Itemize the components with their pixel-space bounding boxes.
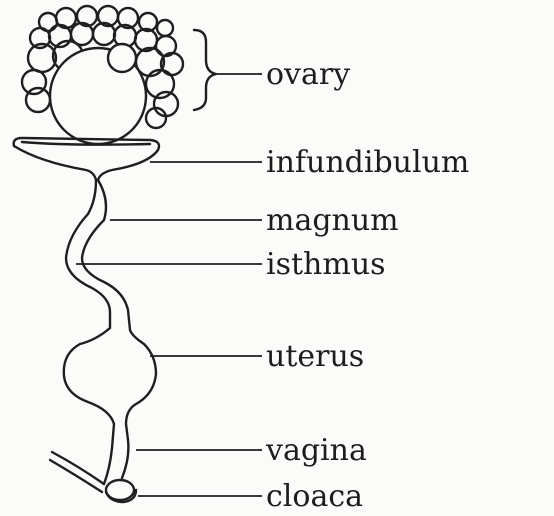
oviduct-tube (64, 180, 156, 484)
magnum-label: magnum (266, 203, 399, 238)
ovary-label: ovary (266, 57, 350, 92)
infundibulum-drawing (14, 138, 159, 180)
vagina-label: vagina (265, 433, 367, 468)
ovary-brace (194, 30, 216, 110)
uterus-label: uterus (266, 339, 364, 374)
isthmus-label: isthmus (266, 247, 386, 282)
ovary-drawing (22, 6, 183, 144)
cloaca-label: cloaca (266, 479, 363, 514)
infundibulum-label: infundibulum (266, 145, 469, 180)
